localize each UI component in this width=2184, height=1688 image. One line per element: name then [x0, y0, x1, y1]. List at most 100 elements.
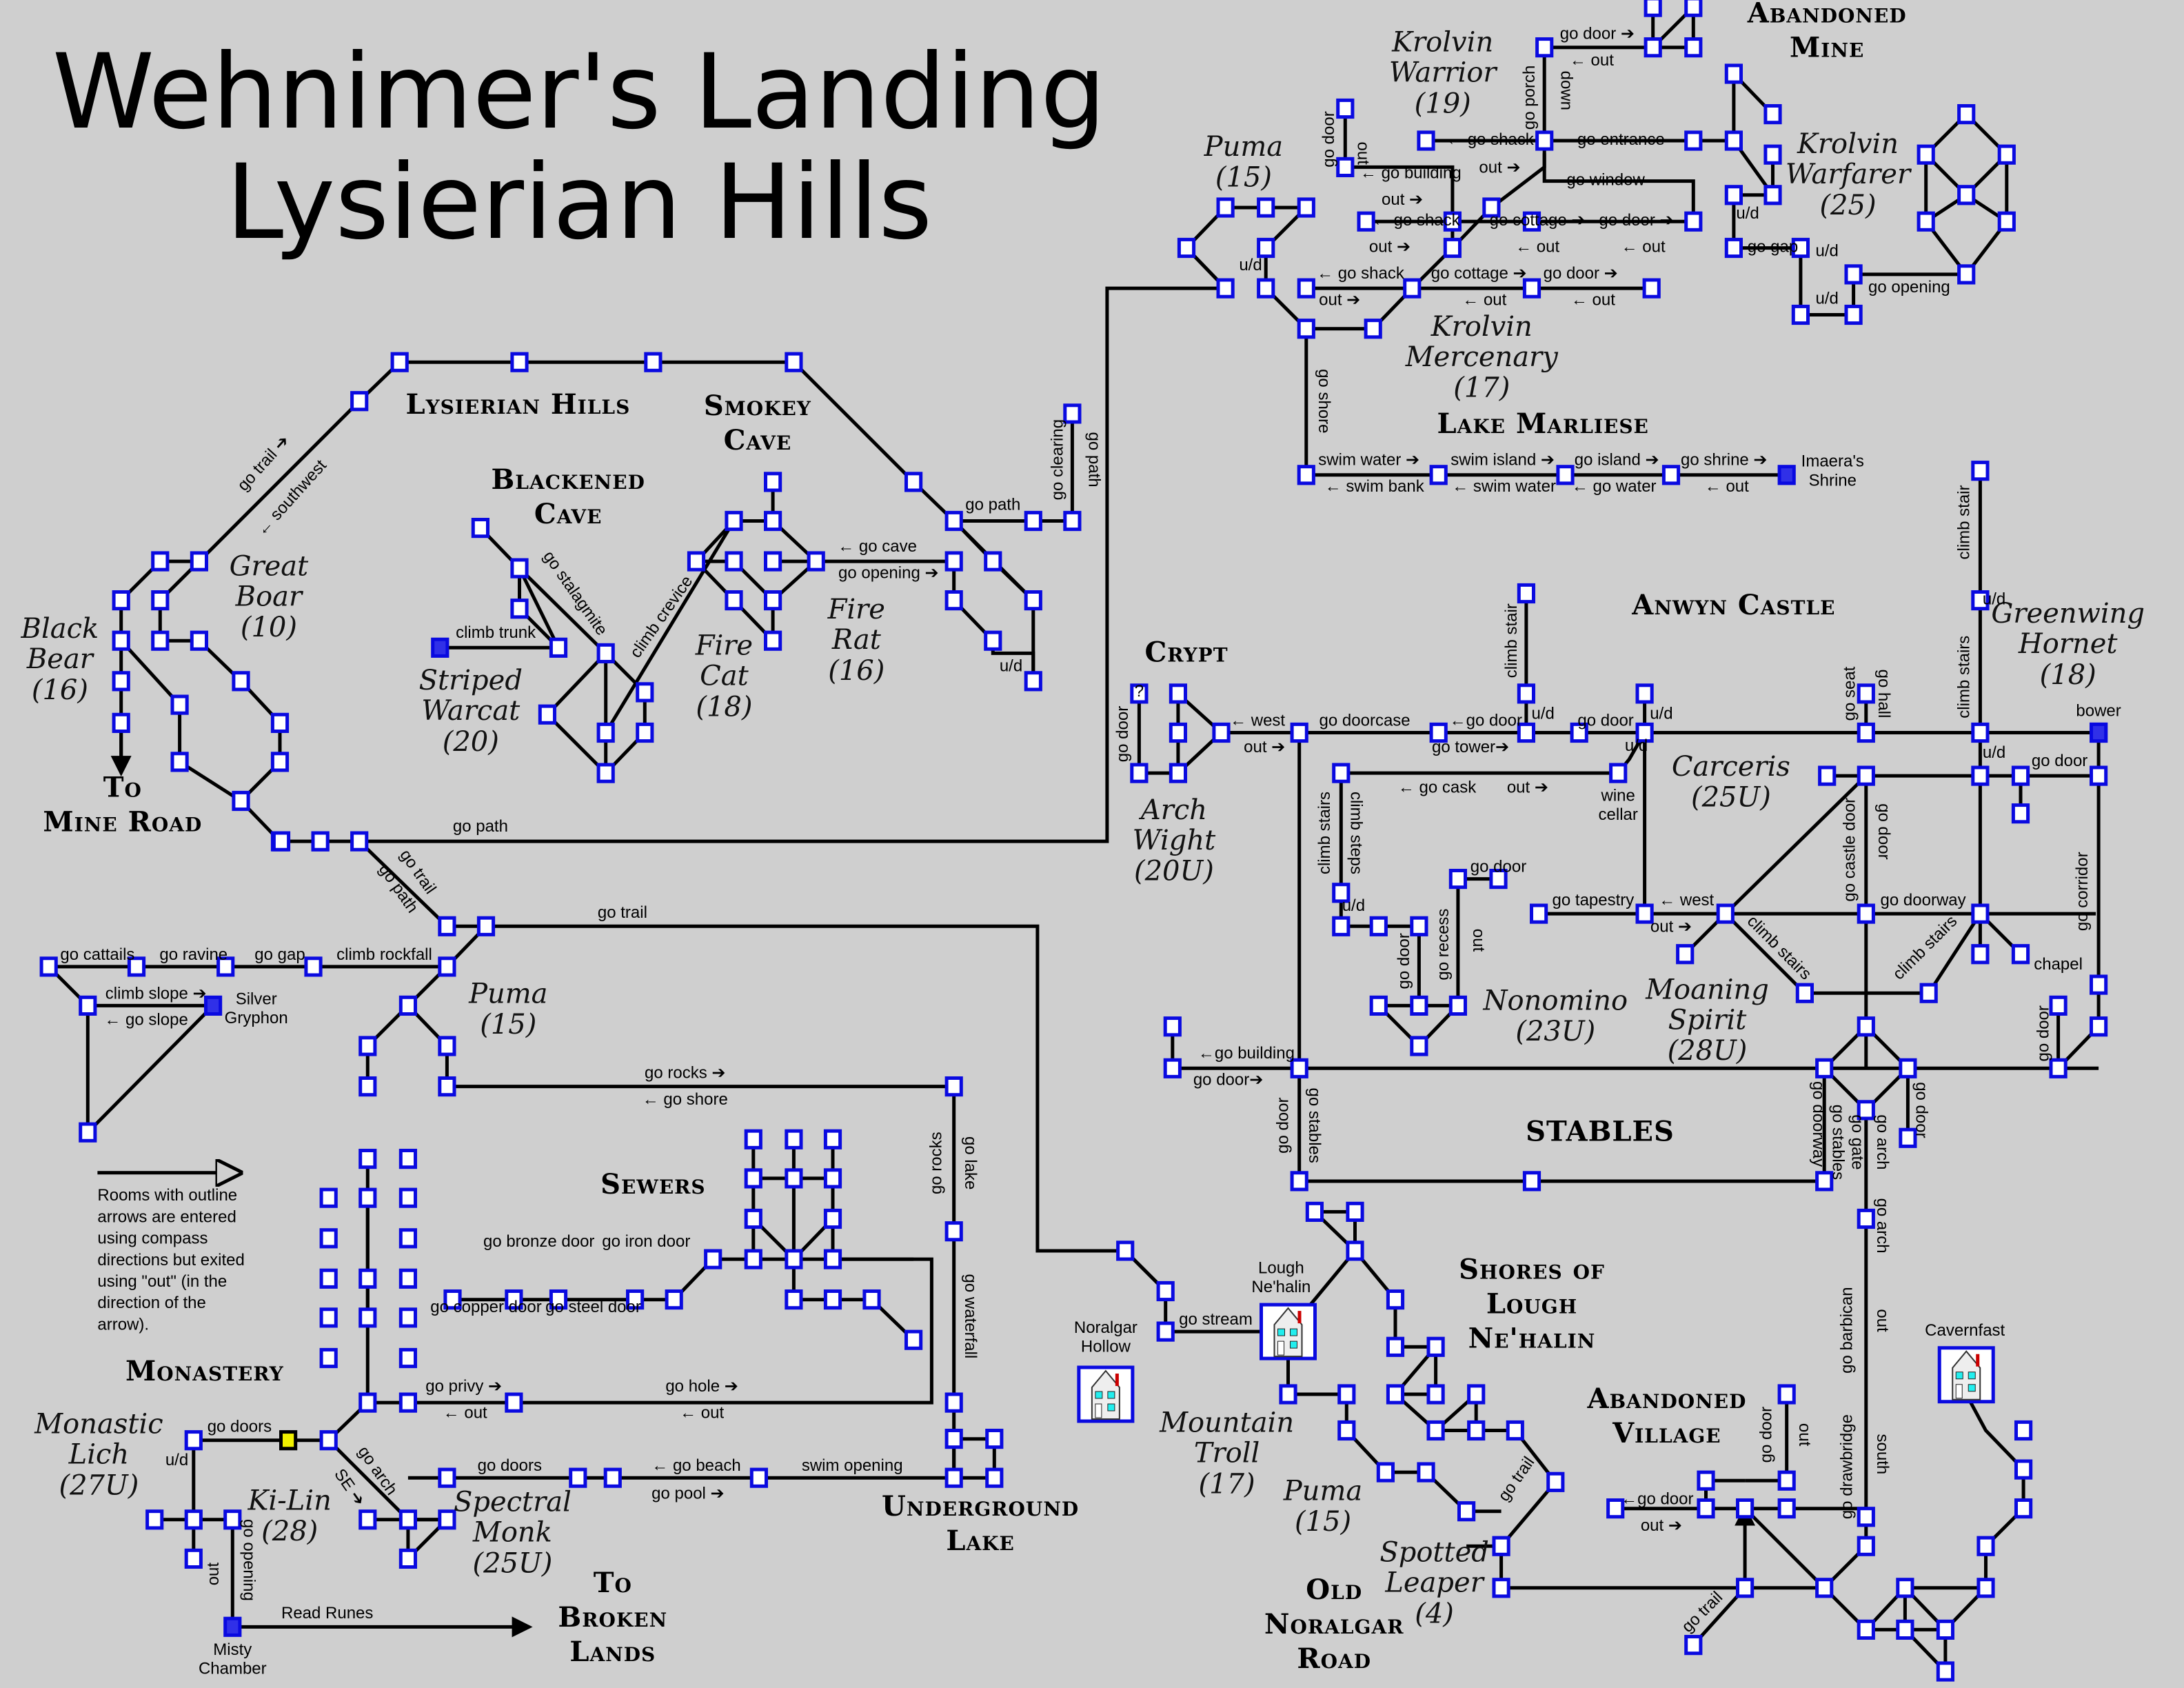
room-node[interactable] [744, 1249, 762, 1269]
room-node[interactable] [1332, 883, 1351, 903]
room-node[interactable] [1857, 765, 1875, 786]
room-node[interactable] [1857, 1100, 1875, 1121]
room-node[interactable] [985, 1467, 1004, 1488]
room-node[interactable] [1517, 722, 1536, 743]
room-node[interactable] [2014, 1459, 2033, 1480]
room-node[interactable] [1609, 763, 1628, 783]
room-node[interactable] [398, 1268, 417, 1289]
room-node[interactable] [1305, 1201, 1324, 1223]
room-node[interactable] [944, 1221, 963, 1242]
room-node[interactable] [204, 995, 223, 1016]
room-node[interactable] [1156, 1280, 1175, 1302]
room-node[interactable] [1163, 1016, 1182, 1037]
room-node[interactable] [1957, 104, 1976, 125]
room-node[interactable] [1443, 211, 1462, 232]
room-node[interactable] [505, 1392, 523, 1413]
room-node[interactable] [1336, 157, 1355, 178]
room-node[interactable] [1369, 916, 1388, 936]
room-node[interactable] [1429, 465, 1448, 485]
room-node[interactable] [1697, 1498, 1715, 1519]
room-node[interactable] [1857, 1016, 1875, 1037]
room-node[interactable] [358, 1268, 377, 1289]
room-node[interactable] [319, 1187, 338, 1208]
room-node[interactable] [1899, 1127, 1917, 1148]
room-node[interactable] [1763, 185, 1782, 205]
room-node[interactable] [1297, 197, 1315, 218]
room-node[interactable] [1971, 903, 1990, 924]
room-node[interactable] [272, 831, 291, 852]
room-node[interactable] [1844, 264, 1863, 285]
room-node[interactable] [1777, 1498, 1796, 1519]
town-noralgar-hollow[interactable] [1077, 1365, 1135, 1423]
room-node[interactable] [1917, 211, 1935, 232]
room-node[interactable] [1467, 1420, 1486, 1441]
room-node[interactable] [1290, 1058, 1308, 1078]
room-node[interactable] [1426, 1336, 1445, 1357]
room-node[interactable] [170, 694, 189, 715]
room-node[interactable] [1997, 144, 2016, 165]
room-node[interactable] [398, 1149, 417, 1169]
room-node[interactable] [984, 551, 1002, 572]
room-node[interactable] [904, 472, 923, 492]
room-node[interactable] [785, 1249, 803, 1269]
room-node[interactable] [358, 1509, 377, 1530]
room-node[interactable] [1919, 983, 1938, 1003]
room-node[interactable] [438, 1036, 456, 1056]
room-node[interactable] [2011, 765, 2030, 786]
room-node[interactable] [569, 1467, 587, 1488]
room-node[interactable] [704, 1249, 722, 1269]
room-node[interactable] [112, 630, 130, 651]
room-node[interactable] [190, 630, 208, 651]
room-node[interactable] [1063, 510, 1082, 532]
room-node[interactable] [1443, 237, 1462, 259]
room-node[interactable] [1156, 1321, 1175, 1342]
room-node[interactable] [744, 1208, 762, 1229]
town-lough-nehalin[interactable] [1260, 1303, 1317, 1360]
room-node[interactable] [319, 1268, 338, 1289]
room-node[interactable] [1635, 722, 1654, 743]
room-node[interactable] [665, 1289, 683, 1310]
room-node[interactable] [1386, 1384, 1405, 1405]
room-node[interactable] [1337, 1384, 1356, 1405]
town-cavernfast[interactable] [1937, 1346, 1995, 1404]
room-node[interactable] [1212, 722, 1231, 743]
room-node[interactable] [1857, 903, 1875, 924]
room-node[interactable] [549, 637, 568, 658]
room-node[interactable] [438, 956, 456, 977]
room-node[interactable] [390, 352, 409, 372]
room-node[interactable] [438, 1509, 456, 1530]
room-node[interactable] [311, 831, 330, 852]
room-node[interactable] [1957, 264, 1976, 285]
room-node[interactable] [1777, 1384, 1796, 1405]
room-node[interactable] [438, 1467, 456, 1488]
room-node[interactable] [184, 1430, 203, 1451]
room-node[interactable] [79, 1122, 97, 1143]
room-node[interactable] [1724, 237, 1743, 259]
room-node[interactable] [398, 1187, 417, 1208]
room-node[interactable] [1492, 1536, 1510, 1556]
room-node[interactable] [725, 510, 743, 532]
room-node[interactable] [1642, 278, 1661, 299]
room-node[interactable] [1635, 683, 1654, 704]
room-node[interactable] [1346, 1201, 1364, 1223]
room-node[interactable] [319, 1347, 338, 1369]
room-node[interactable] [270, 752, 290, 772]
room-node[interactable] [358, 1392, 377, 1413]
room-node[interactable] [1332, 763, 1351, 783]
room-node[interactable] [1857, 1619, 1875, 1640]
room-node[interactable] [1279, 1384, 1297, 1405]
room-node[interactable] [1777, 1470, 1796, 1491]
room-node[interactable] [764, 590, 782, 611]
room-node[interactable] [549, 1289, 568, 1310]
room-node[interactable] [1448, 869, 1468, 890]
room-node[interactable] [1369, 995, 1388, 1016]
room-node[interactable] [398, 1548, 417, 1569]
room-node[interactable] [785, 1129, 803, 1149]
room-node[interactable] [2049, 1058, 2067, 1078]
room-node[interactable] [1957, 185, 1976, 205]
room-node[interactable] [1535, 37, 1554, 58]
room-node[interactable] [1429, 722, 1448, 743]
room-node[interactable] [538, 704, 556, 725]
room-node[interactable] [1606, 1498, 1625, 1519]
room-node[interactable] [127, 956, 146, 977]
